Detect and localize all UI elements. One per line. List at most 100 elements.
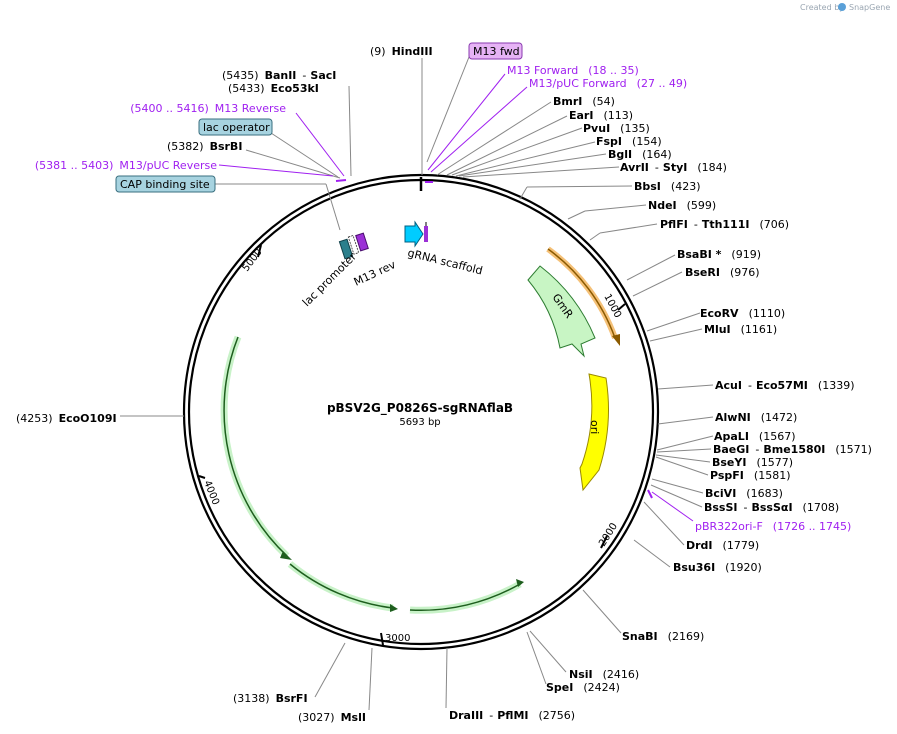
primer-name-m13-reverse: M13 Reverse: [215, 102, 286, 115]
site-enzyme-name: DrdI: [686, 539, 713, 552]
site-enzyme-name-2: BssSαI: [751, 501, 792, 514]
m13-rev-label: M13 rev: [352, 258, 398, 289]
primer-range-m13-reverse: (5400 .. 5416): [130, 102, 209, 115]
site-enzyme-name: BssSI: [704, 501, 738, 514]
lac-operator-feature: [347, 235, 360, 255]
orange-cds-arc: [547, 248, 616, 339]
site-enzyme-name-2: SacI: [310, 69, 336, 82]
leader-pspfi: [655, 456, 709, 476]
primer-label-pbr322ori-f: pBR322ori-F(1726 .. 1745): [695, 520, 851, 533]
site-enzyme-name: BbsI: [634, 180, 661, 193]
lac-promoter-label: lac promoter: [300, 250, 359, 309]
site-label-spei: SpeI(2424): [546, 681, 620, 694]
leader-m13-reverse: [295, 112, 345, 177]
site-position: (5382): [167, 140, 204, 153]
site-position: (164): [642, 148, 672, 161]
site-enzyme-name: BseYI: [712, 456, 746, 469]
site-enzyme-name: AvrII: [620, 161, 649, 174]
leader-bsabi: [626, 254, 676, 281]
site-enzyme-name: BsaBI *: [677, 248, 722, 261]
site-enzyme-name: MslI: [341, 711, 366, 724]
leader-bbsi-2: [519, 186, 528, 200]
lac-operator-box: [198, 118, 273, 136]
primer-range-m13-puc-reverse: (5381 .. 5403): [35, 159, 114, 172]
site-label-ndei: NdeI(599): [648, 199, 716, 212]
site-label-drdi: DrdI(1779): [686, 539, 759, 552]
site-separator: -: [748, 379, 752, 392]
grna-primer-mark: [424, 226, 428, 242]
site-enzyme-name: MluI: [704, 323, 731, 336]
site-label-eari: EarI(113): [569, 109, 633, 122]
leader-eari: [446, 115, 568, 176]
gmr-feature-arrow: [527, 265, 596, 358]
grna-scaffold-arrow: [404, 220, 424, 248]
leader-bcivi: [651, 478, 704, 494]
lac-operator-box-label: lac operator: [203, 121, 270, 134]
site-position: (54): [592, 95, 615, 108]
cap-binding-site-box: [115, 175, 216, 193]
site-position: (1567): [759, 430, 796, 443]
site-label-eco53ki: (5433)Eco53kI: [228, 82, 319, 95]
site-position: (1161): [741, 323, 778, 336]
site-enzyme-name: BglI: [608, 148, 632, 161]
site-enzyme-name: PflFI: [660, 218, 688, 231]
site-leader-lines: [120, 51, 714, 711]
primer-name-m13-puc-forward: M13/pUC Forward: [529, 77, 627, 90]
green-cds-2-arc: [289, 563, 394, 609]
site-label-ecoo109i: (4253)EcoO109I: [16, 412, 117, 425]
leader-m13-puc-forward: [430, 86, 528, 173]
site-label-pspfi: PspFI(1581): [710, 469, 790, 482]
site-enzyme-name: ApaLI: [714, 430, 749, 443]
site-position: (135): [620, 122, 650, 135]
site-label-baegi: BaeGI-Bme1580I(1571): [713, 443, 872, 456]
leader-m13fwd: [426, 51, 472, 163]
leader-bsu36i: [633, 539, 671, 568]
leader-ndei: [584, 204, 647, 212]
green-cds-2-arrowhead: [390, 604, 398, 612]
primer-leader-lines: [218, 73, 694, 522]
site-position: (1581): [754, 469, 791, 482]
tick-mark-4000: [198, 475, 206, 479]
site-enzyme-name: DraIII: [449, 709, 483, 722]
watermark-brand: SnapGene: [849, 3, 890, 12]
leader-ecorv: [646, 312, 701, 332]
plasmid-length: 5693 bp: [399, 417, 440, 428]
m13-rev-feature: [355, 232, 369, 252]
primer-name-m13-puc-reverse: M13/pUC Reverse: [119, 159, 217, 172]
primer-marks: [335, 179, 653, 499]
leader-fspi: [455, 141, 596, 177]
plasmid-title: pBSV2G_P0826S-sgRNAflaB: [327, 401, 513, 416]
site-label-pflfi: PflFI-Tth111I(706): [660, 218, 789, 231]
site-label-bseri: BseRI(976): [685, 266, 760, 279]
site-label-bsssi: BssSI-BssSαI(1708): [704, 501, 839, 514]
leader-mlui: [649, 328, 703, 342]
site-label-fspi: FspI(154): [596, 135, 662, 148]
tick-mark-3000: [380, 632, 384, 646]
site-label-avrii: AvrII-StyI(184): [620, 161, 727, 174]
leader-pbr322ori-f: [651, 491, 694, 522]
tick-label-3000: 3000: [385, 633, 410, 644]
site-enzyme-name: AcuI: [715, 379, 742, 392]
site-enzyme-name-2: StyI: [663, 161, 687, 174]
site-label-nsii: NsiI(2416): [569, 668, 639, 681]
site-position: (1577): [756, 456, 793, 469]
leader-pflfi-2: [589, 232, 601, 241]
grna-scaffold-label: gRNA scaffold: [406, 246, 484, 277]
leader-baegi: [656, 448, 712, 453]
site-label-alwni: AlwNI(1472): [715, 411, 797, 424]
site-label-acui: AcuI-Eco57MI(1339): [715, 379, 854, 392]
site-label-bsabi: BsaBI *(919): [677, 248, 761, 261]
green-cds-1-glow: [220, 335, 290, 559]
site-enzyme-name: Eco53kI: [271, 82, 319, 95]
leader-drdi: [643, 501, 685, 546]
site-enzyme-name: BaeGI: [713, 443, 749, 456]
site-enzyme-name: BciVI: [705, 487, 736, 500]
site-position: (1110): [749, 307, 786, 320]
primer-label-m13-forward: M13 Forward(18 .. 35): [507, 64, 639, 77]
leader-acui: [657, 384, 714, 390]
site-label-banii: (5435)BanII-SacI: [222, 69, 336, 82]
leader-m13-puc-reverse: [218, 164, 334, 177]
site-position: (4253): [16, 412, 53, 425]
site-enzyme-name-2: PflMI: [497, 709, 528, 722]
